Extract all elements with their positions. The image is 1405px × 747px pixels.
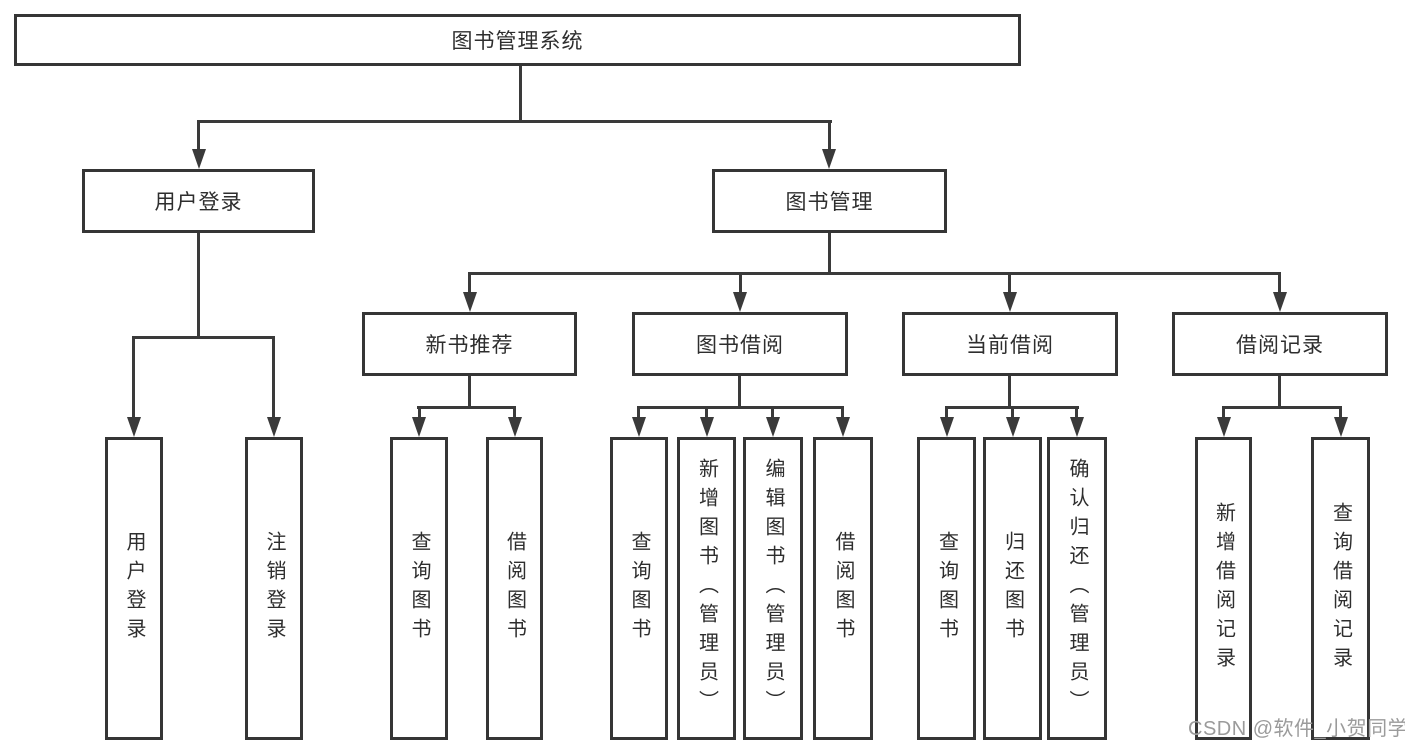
node-book-borrowing: 图书借阅 [632,312,848,376]
leaf-label: 新增图书（管理员） [695,458,718,719]
leaf-label: 查询借阅记录 [1329,501,1352,676]
leaf-label: 编辑图书（管理员） [762,458,784,719]
arrow-down-icon [733,292,747,312]
connector-line [468,376,471,406]
leaf-label: 确认归还（管理员） [1066,458,1088,719]
connector-line [945,406,948,417]
connector-line [197,233,200,336]
leaf-label: 查询图书 [628,530,650,647]
connector-line [637,406,844,409]
connector-line [1278,376,1281,406]
leaf-label: 查询图书 [408,530,430,647]
arrow-down-icon [1003,292,1017,312]
connector-line [418,406,421,417]
leaf-query-books: 查询图书 [917,437,976,740]
connector-line [132,336,275,339]
node-label: 新书推荐 [425,334,514,357]
connector-line [1011,406,1014,417]
arrow-down-icon [822,149,836,169]
leaf-label: 借阅图书 [503,530,526,647]
leaf-return-books: 归还图书 [983,437,1042,740]
leaf-label: 用户登录 [123,530,145,647]
connector-line [1222,406,1342,409]
connector-line [1278,272,1281,293]
node-borrowing-records: 借阅记录 [1172,312,1388,376]
arrow-down-icon [127,417,141,437]
arrow-down-icon [412,417,426,437]
arrow-down-icon [766,417,780,437]
connector-line [841,406,844,417]
connector-line [1008,376,1011,406]
connector-line [771,406,774,417]
leaf-label: 归还图书 [1001,530,1024,647]
leaf-label: 查询图书 [935,530,958,647]
connector-line [1222,406,1225,417]
connector-line [513,406,516,417]
leaf-label: 注销登录 [263,530,285,647]
arrow-down-icon [192,149,206,169]
connector-line [468,272,1280,275]
leaf-logout: 注销登录 [245,437,303,740]
leaf-user-login: 用户登录 [105,437,163,740]
connector-line [197,120,200,150]
connector-line [828,233,831,272]
connector-line [197,120,832,123]
connector-line [519,66,522,120]
connector-line [132,336,135,417]
connector-line [738,376,741,406]
arrow-down-icon [1273,292,1287,312]
leaf-add-books-admin: 新增图书（管理员） [677,437,736,740]
node-label: 借阅记录 [1236,334,1324,357]
node-library-management-system: 图书管理系统 [14,14,1021,66]
leaf-label: 借阅图书 [832,530,854,647]
connector-line [1339,406,1342,417]
node-book-management: 图书管理 [712,169,947,233]
leaf-edit-books-admin: 编辑图书（管理员） [743,437,803,740]
connector-line [1075,406,1078,417]
node-user-login: 用户登录 [82,169,315,233]
arrow-down-icon [508,417,522,437]
leaf-query-books: 查询图书 [610,437,668,740]
node-label: 图书借阅 [696,334,784,357]
arrow-down-icon [267,417,281,437]
leaf-label: 新增借阅记录 [1212,501,1235,676]
leaf-query-borrow-record: 查询借阅记录 [1311,437,1370,740]
arrow-down-icon [836,417,850,437]
node-label: 当前借阅 [966,334,1054,357]
leaf-confirm-return-admin: 确认归还（管理员） [1047,437,1107,740]
arrow-down-icon [1334,417,1348,437]
arrow-down-icon [1006,417,1020,437]
connector-line [272,336,275,417]
arrow-down-icon [940,417,954,437]
leaf-query-books: 查询图书 [390,437,448,740]
arrow-down-icon [1217,417,1231,437]
arrow-down-icon [632,417,646,437]
arrow-down-icon [700,417,714,437]
connector-line [705,406,708,417]
connector-line [739,272,742,293]
node-new-book-recommendation: 新书推荐 [362,312,577,376]
connector-line [468,272,471,293]
node-label: 图书管理 [785,191,874,214]
csdn-watermark: CSDN @软件_小贺同学 [1188,718,1405,740]
arrow-down-icon [463,292,477,312]
connector-line [1008,272,1011,293]
node-label: 用户登录 [154,191,243,214]
arrow-down-icon [1070,417,1084,437]
connector-line [637,406,640,417]
leaf-borrow-books: 借阅图书 [813,437,873,740]
node-current-borrowing: 当前借阅 [902,312,1118,376]
connector-line [417,406,516,409]
leaf-borrow-books: 借阅图书 [486,437,543,740]
leaf-add-borrow-record: 新增借阅记录 [1195,437,1252,740]
node-label: 图书管理系统 [451,30,584,53]
connector-line [828,120,831,150]
